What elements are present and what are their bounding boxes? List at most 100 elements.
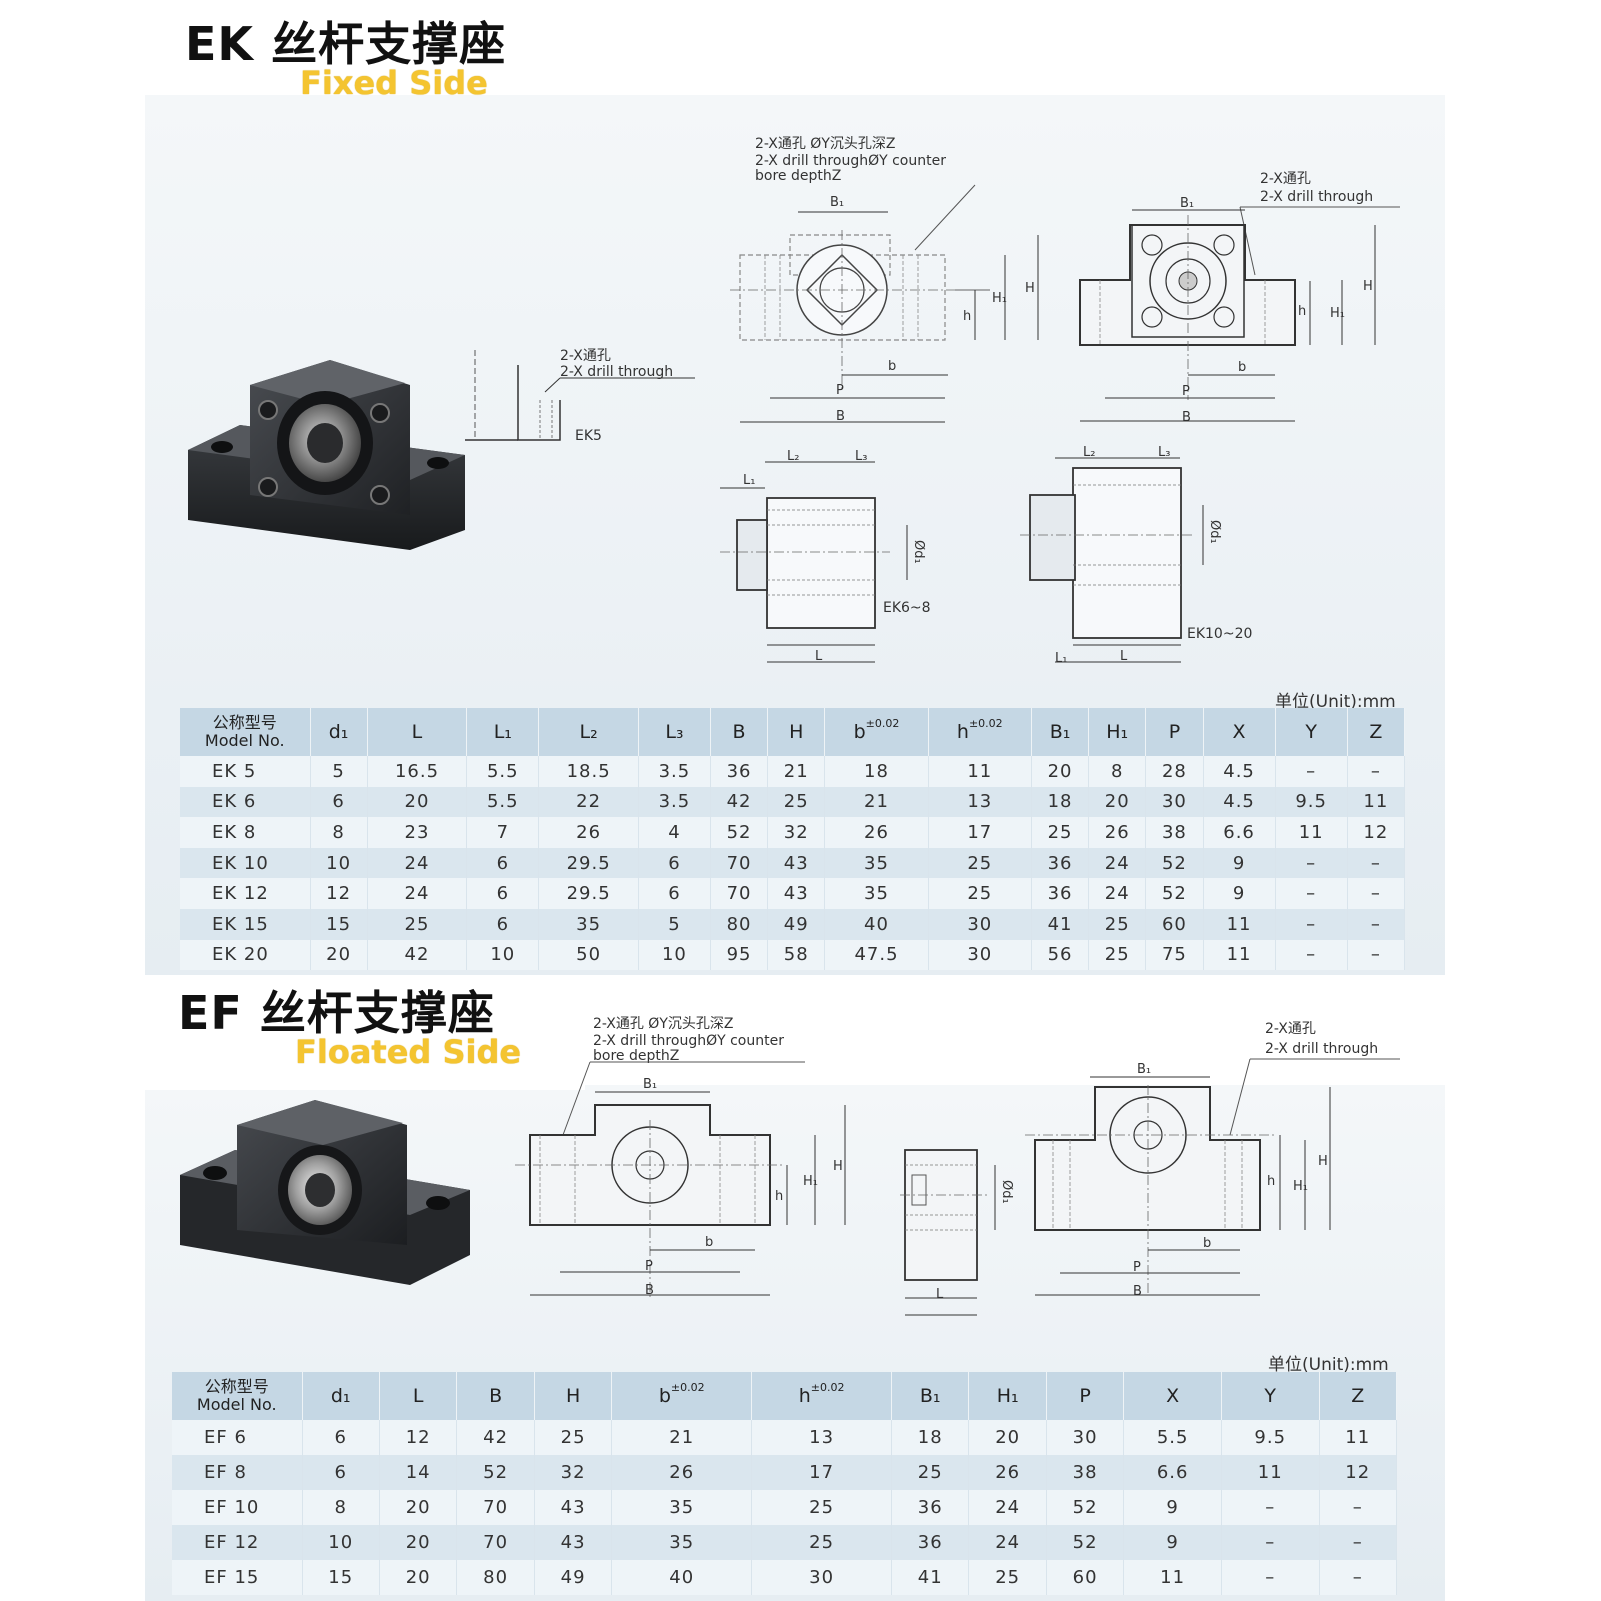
- ek-drill-cn: 2-X通孔: [1260, 171, 1311, 187]
- ek-drill-en: 2-X drill through: [1260, 189, 1373, 205]
- ef-value-cell: 26: [968, 1455, 1047, 1490]
- ek-header-Y: Y: [1275, 708, 1348, 756]
- ek-model-cell: EK 20: [180, 939, 311, 971]
- ef-value-cell: –: [1221, 1560, 1320, 1595]
- ek-value-cell: –: [1347, 847, 1406, 879]
- ef-value-cell: 20: [379, 1490, 458, 1525]
- ek-value-cell: 28: [1145, 756, 1204, 787]
- ek-value-cell: 11: [1275, 817, 1348, 848]
- ef-header-h: h±0.02: [751, 1372, 892, 1420]
- ek-value-cell: –: [1347, 939, 1406, 971]
- ef-value-cell: 26: [611, 1455, 753, 1490]
- svg-text:L₁: L₁: [743, 473, 755, 488]
- ek-value-cell: –: [1275, 908, 1348, 940]
- ek-value-cell: 20: [310, 939, 368, 971]
- ek-value-cell: 80: [710, 908, 769, 940]
- ek-value-cell: 6: [310, 786, 368, 818]
- svg-text:H₁: H₁: [803, 1174, 818, 1189]
- ef-value-cell: 52: [1046, 1490, 1125, 1525]
- ek-unit-label: 单位(Unit):mm: [1275, 692, 1396, 712]
- svg-text:Ød₁: Ød₁: [911, 540, 926, 564]
- ef-header-Z: Z: [1319, 1372, 1397, 1420]
- ef-header-H1: H₁: [968, 1372, 1047, 1420]
- ef-value-cell: 6: [302, 1420, 380, 1455]
- ek-value-cell: 6: [466, 908, 540, 940]
- ek-value-cell: 10: [466, 939, 540, 971]
- svg-text:H₁: H₁: [992, 291, 1007, 306]
- ek-value-cell: 32: [767, 817, 826, 848]
- ek-value-cell: 41: [1031, 908, 1090, 940]
- ef-model-cell: EF 10: [172, 1490, 303, 1525]
- ek-value-cell: 52: [1145, 847, 1204, 879]
- ef-value-cell: 52: [1046, 1525, 1125, 1560]
- ef-value-cell: 20: [379, 1525, 458, 1560]
- ek-value-cell: 20: [1031, 756, 1090, 787]
- ek6-8-label: EK6~8: [883, 600, 931, 616]
- ek-header-P: P: [1145, 708, 1204, 756]
- ek-value-cell: 70: [710, 847, 769, 879]
- ef-value-cell: 35: [611, 1490, 753, 1525]
- ek10-20-side-view: L₂ L₃ Ød₁ EK10~20 L L₁: [1020, 445, 1252, 666]
- ef-value-cell: 60: [1046, 1560, 1125, 1595]
- ef-value-cell: 52: [456, 1455, 535, 1490]
- ek-value-cell: 35: [538, 908, 639, 940]
- ek-header-b: b±0.02: [824, 708, 929, 756]
- ek-value-cell: 7: [466, 817, 540, 848]
- ef-value-cell: 25: [751, 1525, 892, 1560]
- ek5-drawing: 2-X通孔 2-X drill through EK5: [465, 348, 695, 444]
- ek-value-cell: 6: [638, 878, 711, 909]
- ef-value-cell: 36: [891, 1490, 970, 1525]
- ef-value-cell: 32: [534, 1455, 613, 1490]
- svg-text:Ød₁: Ød₁: [999, 1180, 1014, 1204]
- ef-header-B1: B₁: [891, 1372, 970, 1420]
- ek-value-cell: 30: [928, 939, 1032, 971]
- ek-model-cell: EK 10: [180, 847, 311, 879]
- ek-value-cell: 11: [1203, 939, 1276, 971]
- ef-value-cell: 40: [611, 1560, 753, 1595]
- ek-counterbore-en1: 2-X drill throughØY counter: [755, 153, 946, 169]
- ek-value-cell: 75: [1145, 939, 1204, 971]
- ek-header-h: h±0.02: [928, 708, 1032, 756]
- ek-value-cell: 52: [710, 817, 769, 848]
- ef-value-cell: 12: [379, 1420, 458, 1455]
- ef-drill-cn: 2-X通孔: [1265, 1021, 1316, 1037]
- ek-value-cell: 11: [1203, 908, 1276, 940]
- svg-text:L₃: L₃: [1158, 445, 1170, 460]
- ef-value-cell: 24: [968, 1525, 1047, 1560]
- ek-header-X: X: [1203, 708, 1276, 756]
- ef-value-cell: 80: [456, 1560, 535, 1595]
- ek-header-B: B: [710, 708, 769, 756]
- ef-value-cell: –: [1221, 1525, 1320, 1560]
- ef-counterbore-en1: 2-X drill throughØY counter: [593, 1033, 784, 1049]
- ef-value-cell: 20: [379, 1560, 458, 1595]
- ek-value-cell: 25: [1088, 908, 1147, 940]
- ek-value-cell: 4.5: [1203, 756, 1276, 787]
- ek-value-cell: 42: [710, 786, 769, 818]
- ef-header-b: b±0.02: [611, 1372, 753, 1420]
- ef-value-cell: 6.6: [1123, 1455, 1222, 1490]
- ek-value-cell: 3.5: [638, 756, 711, 787]
- ef-value-cell: 9: [1123, 1525, 1222, 1560]
- ek-value-cell: 35: [824, 847, 929, 879]
- ek-value-cell: –: [1275, 847, 1348, 879]
- ef-value-cell: 42: [456, 1420, 535, 1455]
- ef-value-cell: 70: [456, 1490, 535, 1525]
- ef-value-cell: 14: [379, 1455, 458, 1490]
- ef-drill-en: 2-X drill through: [1265, 1041, 1378, 1057]
- ef-header-B: B: [456, 1372, 535, 1420]
- ef-header-d1: d₁: [302, 1372, 380, 1420]
- ek-value-cell: 95: [710, 939, 769, 971]
- ef-value-cell: 17: [751, 1455, 892, 1490]
- ef-value-cell: 25: [968, 1560, 1047, 1595]
- ef-header-Y: Y: [1221, 1372, 1320, 1420]
- ek-value-cell: 24: [1088, 847, 1147, 879]
- ek-model-cell: EK 8: [180, 817, 311, 848]
- ef-counterbore-en2: bore depthZ: [593, 1048, 679, 1064]
- ek-title: EK 丝杆支撑座: [185, 17, 507, 71]
